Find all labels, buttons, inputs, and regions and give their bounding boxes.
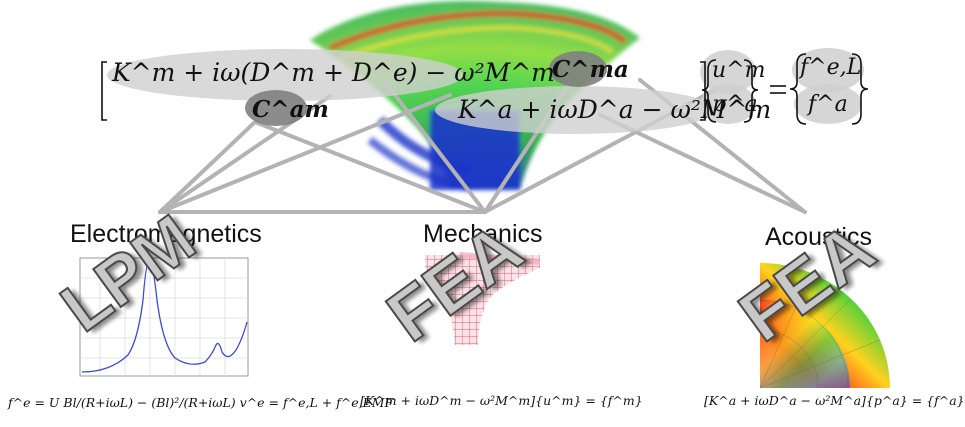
mechanics-mesh-image xyxy=(425,252,541,345)
mechanical-term-ellipse xyxy=(107,49,463,101)
acoustics-title: Acoustics xyxy=(765,223,872,251)
impedance-curve xyxy=(81,261,248,373)
mechanics-equation: [K^m + iωD^m − ω²M^m]{u^m} = {f^m} xyxy=(360,393,643,408)
coupling-ma-ellipse xyxy=(549,51,607,87)
matrix-brackets xyxy=(101,53,869,125)
electromagnetics-equation: f^e = U Bl/(R+iωL) − (Bl)²/(R+iωL) v^e =… xyxy=(8,395,394,410)
rhs-f-eL-ellipse xyxy=(792,48,864,92)
coupling-am-ellipse xyxy=(245,90,307,126)
acoustic-term: K^a + iωD^a − ω²M^m xyxy=(458,95,772,124)
rhs-f-a: f^a xyxy=(808,92,848,117)
impedance-plot xyxy=(79,257,249,377)
unknown-p: p^a xyxy=(712,92,758,117)
diagram-canvas xyxy=(79,1,890,389)
acoustic-term-ellipse xyxy=(435,86,715,134)
acoustics-equation: [K^a + iωD^a − ω²M^a]{p^a} = {f^a} xyxy=(704,393,965,408)
coupling-ma-label: C^ma xyxy=(552,56,629,83)
unknown-p-ellipse xyxy=(700,84,756,124)
rhs-f-eL: f^e,L xyxy=(800,55,862,80)
electromagnetics-title: Electromagnetics xyxy=(70,220,262,248)
mechanics-title: Mechanics xyxy=(423,220,543,248)
acoustics-field-image xyxy=(759,263,890,389)
unknown-u: u^m xyxy=(712,58,766,83)
rhs-f-a-ellipse xyxy=(794,84,862,124)
connector-lines xyxy=(158,78,807,214)
mechanical-term: K^m + iω(D^m + D^e) − ω²M^m xyxy=(112,58,555,87)
coupling-am-label: C^am xyxy=(252,96,329,123)
